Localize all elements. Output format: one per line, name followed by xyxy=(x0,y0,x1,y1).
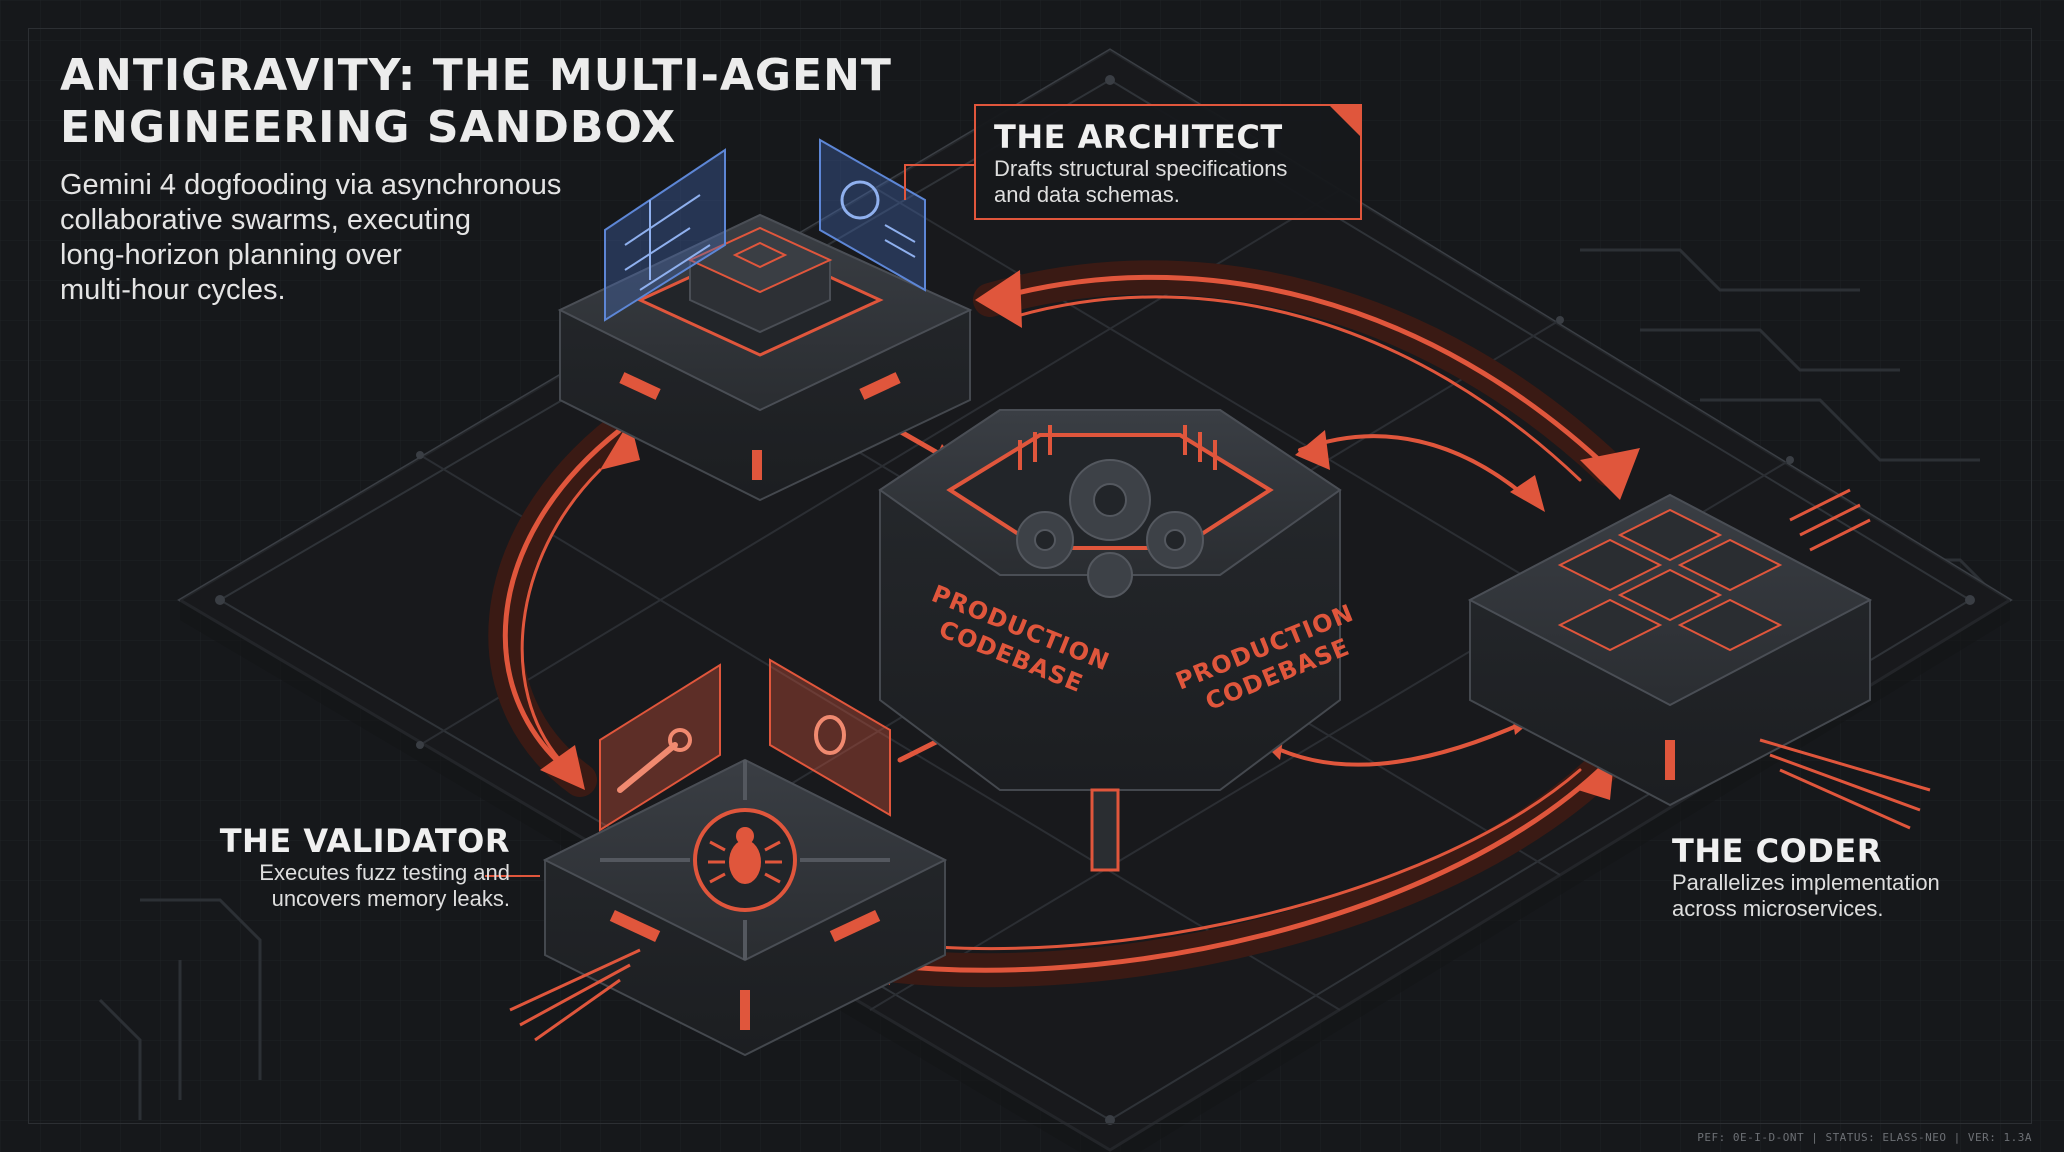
validator-title: THE VALIDATOR xyxy=(219,822,510,860)
coder-desc-line-1: Parallelizes implementation xyxy=(1672,870,1940,895)
subtitle-line-4: multi-hour cycles. xyxy=(60,274,286,306)
gear-icon xyxy=(1016,459,1204,598)
architect-desc-line-1: Drafts structural specifications xyxy=(994,156,1288,181)
architect-module xyxy=(557,138,973,502)
coder-callout: THE CODER Parallelizes implementation ac… xyxy=(1672,832,2002,922)
arrowhead-coder-top xyxy=(1580,448,1640,500)
subtitle-line-3: long-horizon planning over xyxy=(60,239,402,271)
arrowhead-architect-top xyxy=(975,270,1022,328)
footer-status: PEF: 0E-I-D-ONT | STATUS: ELASS-NEO | VE… xyxy=(1697,1131,2032,1144)
bug-panel xyxy=(769,658,891,817)
subtitle-line-1: Gemini 4 dogfooding via asynchronous xyxy=(60,169,562,201)
validator-desc-line-1: Executes fuzz testing and xyxy=(259,860,510,885)
coder-desc-line-2: across microservices. xyxy=(1672,896,1884,921)
title-line-2: ENGINEERING SANDBOX xyxy=(60,102,677,153)
page-title: ANTIGRAVITY: THE MULTI-AGENT ENGINEERING… xyxy=(60,50,960,154)
architect-title: THE ARCHITECT xyxy=(994,118,1283,156)
architect-leader-line xyxy=(904,164,974,200)
validator-desc-line-2: uncovers memory leaks. xyxy=(271,886,510,911)
coder-title: THE CODER xyxy=(1672,832,1882,870)
callout-corner-tab xyxy=(1328,104,1362,138)
architect-desc-line-2: and data schemas. xyxy=(994,182,1180,207)
architect-callout: THE ARCHITECT Drafts structural specific… xyxy=(974,104,1362,220)
bug-icon xyxy=(708,827,782,884)
wrench-panel xyxy=(599,663,721,832)
validator-module xyxy=(509,658,948,1057)
page-subtitle: Gemini 4 dogfooding via asynchronous col… xyxy=(60,168,660,308)
arrowhead-validator-left xyxy=(540,745,585,790)
blueprint-panel-right xyxy=(819,138,926,292)
subtitle-line-2: collaborative swarms, executing xyxy=(60,204,472,236)
title-line-1: ANTIGRAVITY: THE MULTI-AGENT xyxy=(60,50,892,101)
coder-module xyxy=(1467,488,1931,830)
validator-callout: THE VALIDATOR Executes fuzz testing and … xyxy=(170,822,510,912)
production-codebase-core: PRODUCTION CODEBASE PRODUCTION CODEBASE xyxy=(878,409,1358,872)
blueprint-panel-left xyxy=(604,148,726,322)
